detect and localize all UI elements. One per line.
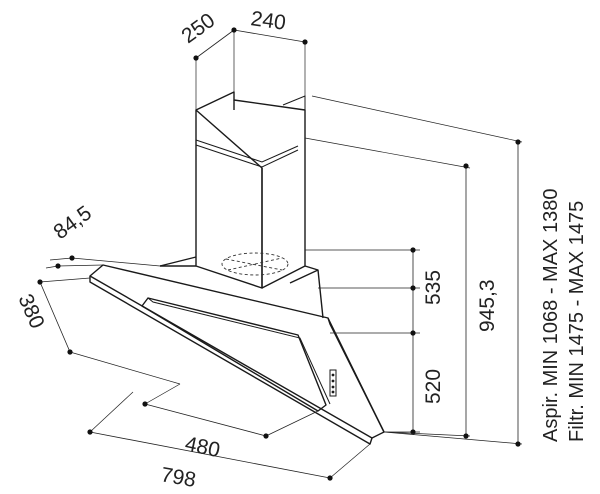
dim-chimney-top xyxy=(193,27,308,110)
dim-inner-width xyxy=(142,383,319,439)
dim-total-width xyxy=(87,391,371,481)
outlet-opening xyxy=(221,252,289,276)
dim-label-380: 380 xyxy=(13,291,48,332)
dim-heights-inner xyxy=(305,247,420,435)
dim-label-84-5: 84,5 xyxy=(49,201,96,244)
chimney xyxy=(195,91,306,289)
dim-label-250: 250 xyxy=(177,9,219,48)
dim-hood-offset xyxy=(45,255,161,269)
dim-label-535: 535 xyxy=(422,270,445,305)
note-filtration: Filtr. MIN 1475 - MAX 1475 xyxy=(566,201,588,442)
hood-body xyxy=(89,256,385,445)
dim-label-240: 240 xyxy=(249,7,287,35)
dim-range-height xyxy=(311,95,523,447)
dim-label-798: 798 xyxy=(159,463,198,492)
dim-hood-depth xyxy=(37,277,181,385)
dim-label-945-3: 945,3 xyxy=(476,279,499,332)
dim-label-480: 480 xyxy=(183,432,222,462)
note-aspiration: Aspir. MIN 1068 - MAX 1380 xyxy=(540,189,562,442)
dim-total-height xyxy=(304,137,471,439)
dim-label-520: 520 xyxy=(422,369,445,404)
